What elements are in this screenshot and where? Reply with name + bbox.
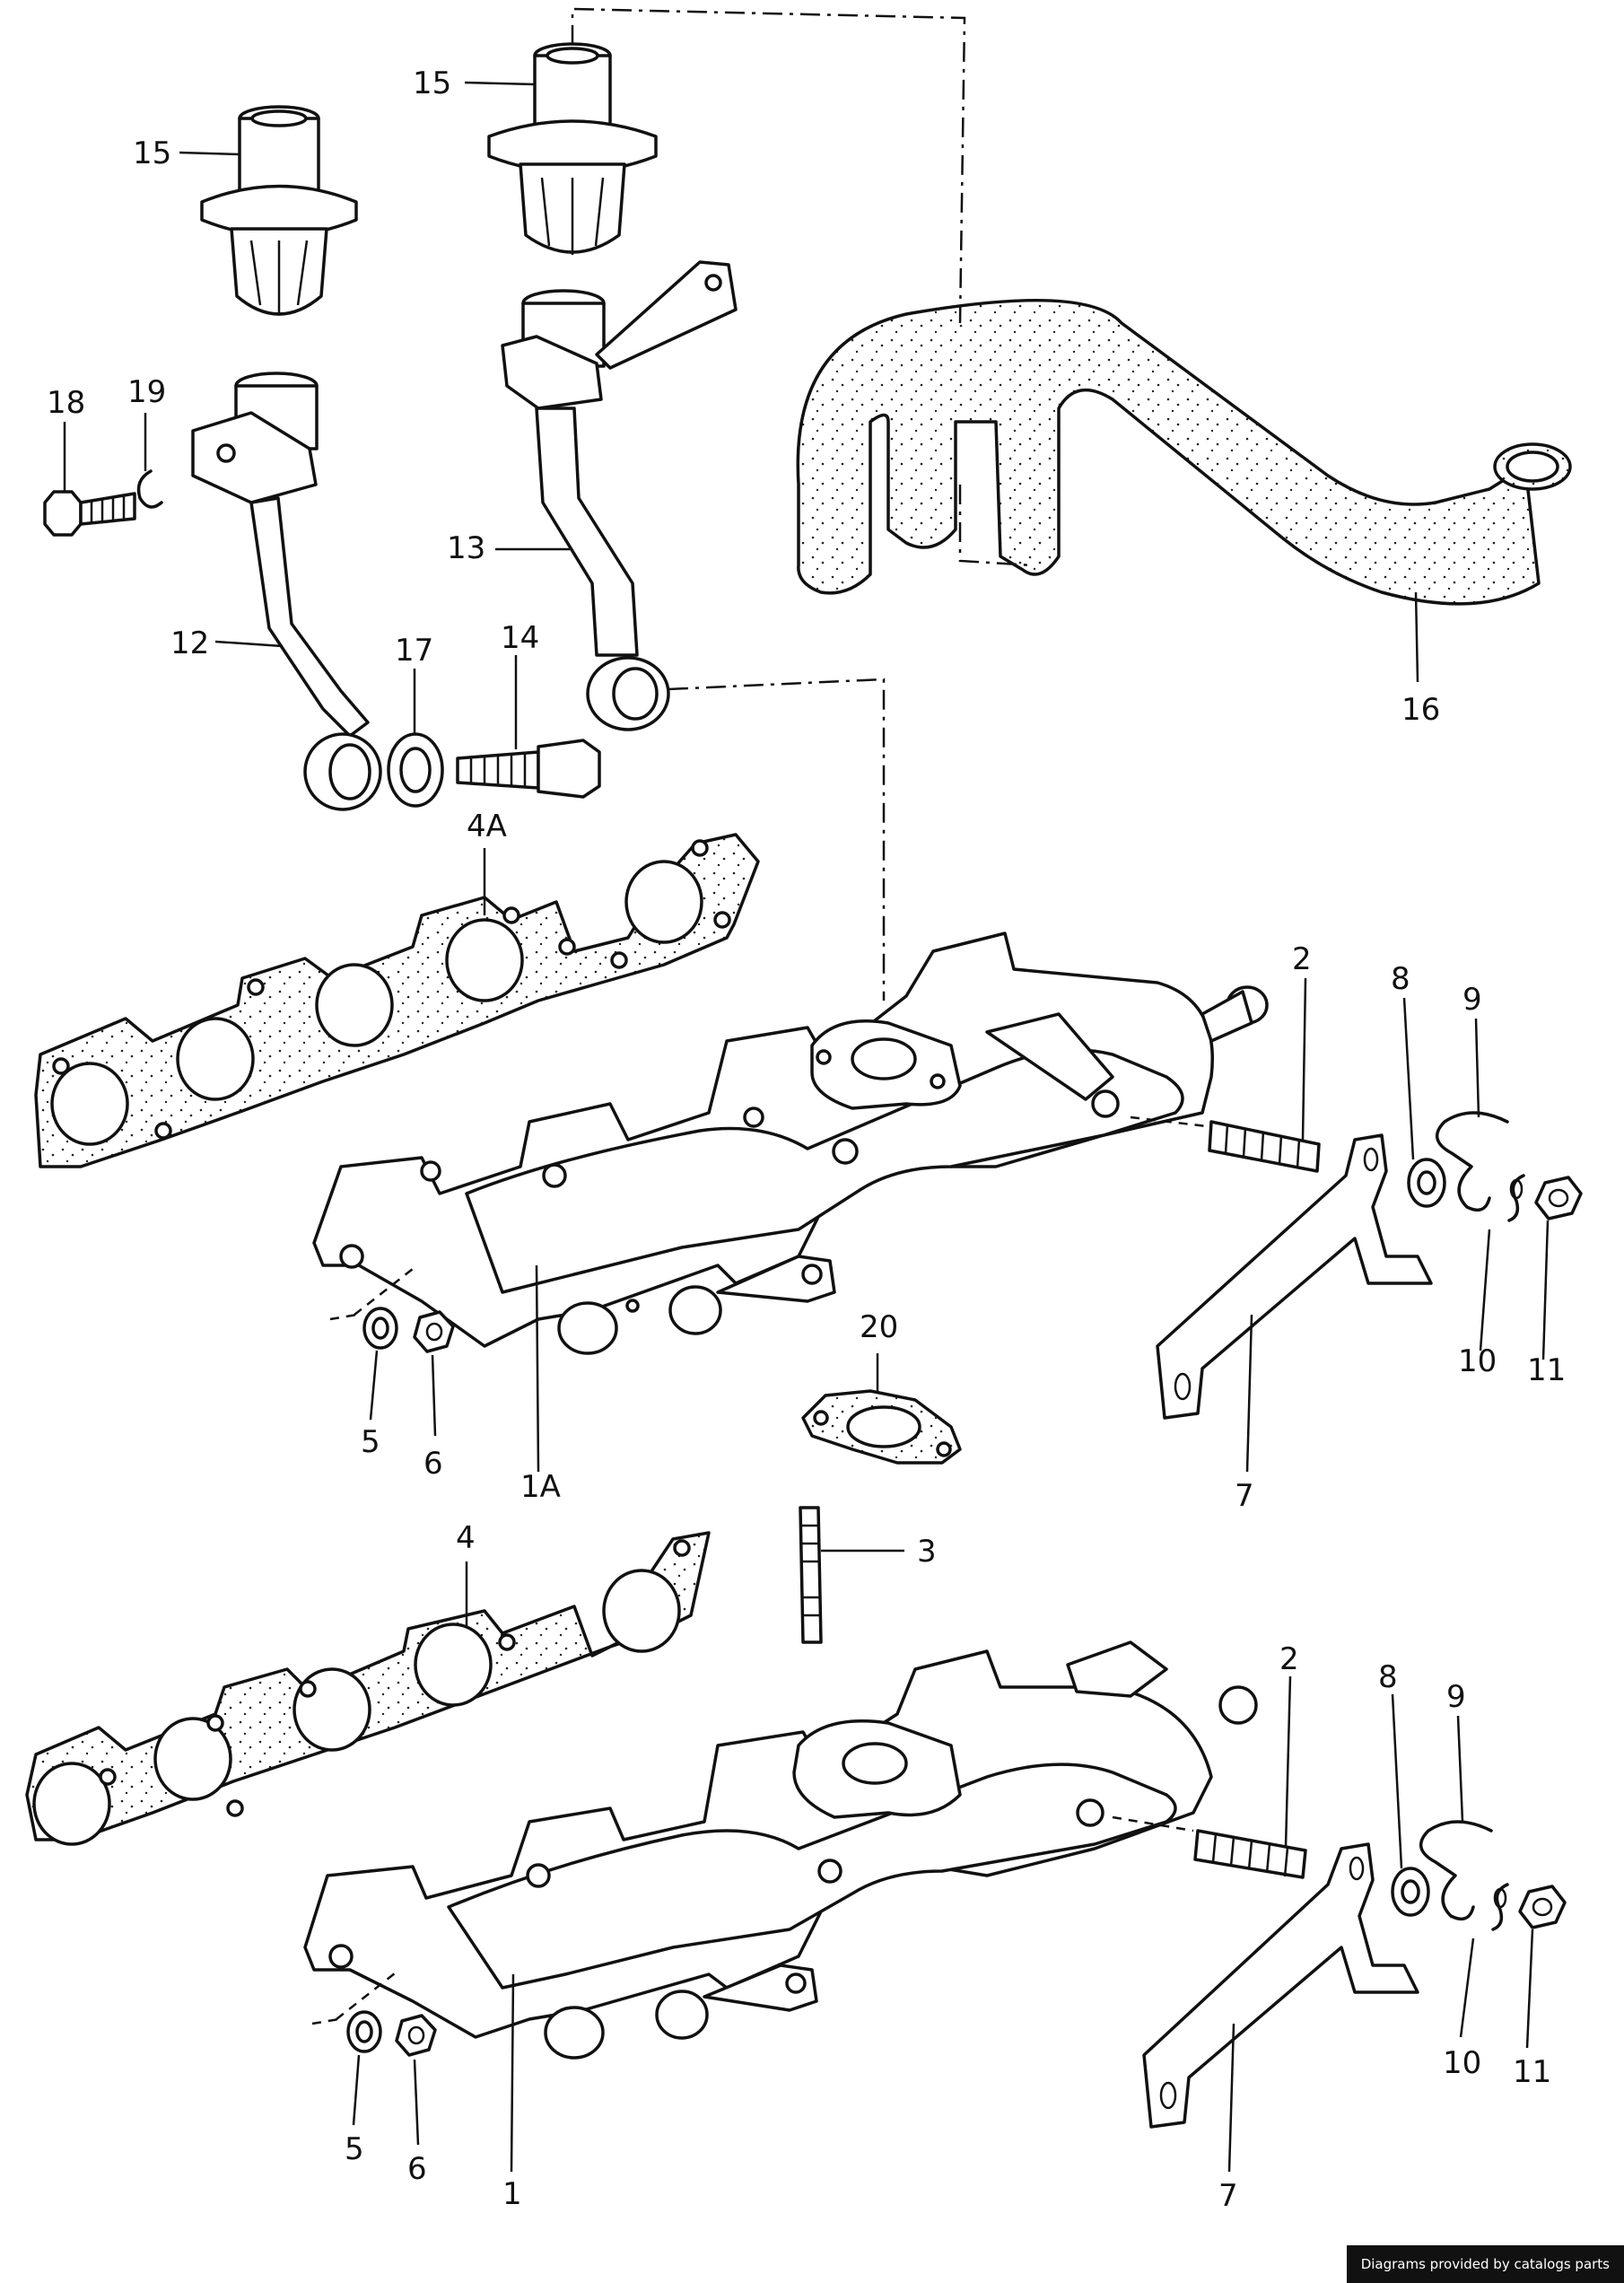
washer-8-top: [1407, 1158, 1446, 1208]
hose-16: [796, 298, 1572, 606]
washer-8-bottom: [1391, 1867, 1430, 1917]
callout-10-bottom: 10: [1443, 2045, 1481, 2081]
bracket-7-top: [1156, 1133, 1433, 1420]
pressure-regulator-valve-right: [487, 42, 658, 255]
stud-3: [799, 1506, 823, 1644]
gasket-4a: [34, 833, 760, 1168]
callout-16: 16: [1401, 692, 1440, 728]
callout-6-top: 6: [423, 1446, 443, 1482]
nut-6-bottom: [395, 2014, 437, 2057]
hose-connection-12: [191, 372, 382, 811]
callout-17: 17: [395, 633, 433, 669]
stud-2-bottom: [1193, 1829, 1307, 1879]
callout-11-bottom: 11: [1513, 2054, 1551, 2090]
callout-10-top: 10: [1458, 1343, 1497, 1379]
credit-banner: Diagrams provided by catalogs parts: [1346, 2245, 1624, 2283]
callout-7-top: 7: [1235, 1478, 1254, 1514]
nut-11-bottom: [1518, 1885, 1567, 1929]
stud-2-top: [1208, 1120, 1321, 1173]
manifold-1a: [312, 932, 1269, 1355]
callout-15-right: 15: [413, 66, 451, 101]
callout-labels: 15 15 18 19 12 13 17 14 16 4A 2 8 9 10 1…: [47, 66, 1566, 2214]
washer-5-top: [362, 1307, 398, 1350]
callout-1: 1: [502, 2176, 522, 2212]
callout-15-left: 15: [133, 136, 171, 171]
bolt-18: [43, 490, 136, 537]
callout-9-top: 9: [1462, 982, 1482, 1018]
callout-6-bottom: 6: [407, 2151, 427, 2187]
callout-8-bottom: 8: [1378, 1659, 1398, 1695]
callout-1a: 1A: [520, 1469, 561, 1505]
circlip-19: [136, 469, 163, 509]
seal-17: [387, 732, 444, 808]
manifold-1: [303, 1640, 1258, 2060]
callout-3: 3: [917, 1534, 937, 1570]
hose-connection-13: [501, 260, 738, 731]
callout-2-bottom: 2: [1279, 1641, 1299, 1677]
spring-clip-10-top: [1507, 1174, 1525, 1222]
callout-5-top: 5: [361, 1424, 380, 1460]
gasket-20: [801, 1389, 962, 1465]
spring-clip-10-bottom: [1491, 1883, 1509, 1931]
callout-2-top: 2: [1292, 941, 1312, 977]
clip-9-bottom: [1419, 1820, 1493, 1921]
callout-8-top: 8: [1391, 961, 1410, 997]
callout-18: 18: [47, 385, 85, 421]
nut-11-top: [1534, 1176, 1583, 1220]
nut-6-top: [413, 1310, 455, 1353]
clip-9-top: [1436, 1111, 1509, 1212]
gasket-4: [25, 1531, 711, 1846]
callout-7-bottom: 7: [1218, 2178, 1238, 2214]
leader-lines: [63, 81, 1550, 2173]
washer-5-bottom: [346, 2010, 382, 2053]
callout-4a: 4A: [467, 809, 507, 844]
callout-5-bottom: 5: [345, 2131, 364, 2167]
callout-4: 4: [456, 1520, 476, 1556]
callout-13: 13: [447, 530, 485, 566]
callout-11-top: 11: [1527, 1352, 1566, 1388]
callout-14: 14: [501, 620, 539, 656]
banjo-bolt-14: [456, 739, 601, 799]
pressure-regulator-valve-left: [200, 105, 358, 316]
callout-12: 12: [170, 625, 209, 661]
callout-19: 19: [127, 374, 166, 410]
callout-20: 20: [860, 1309, 898, 1345]
callout-9-bottom: 9: [1446, 1679, 1466, 1715]
bracket-7-bottom: [1142, 1842, 1419, 2129]
